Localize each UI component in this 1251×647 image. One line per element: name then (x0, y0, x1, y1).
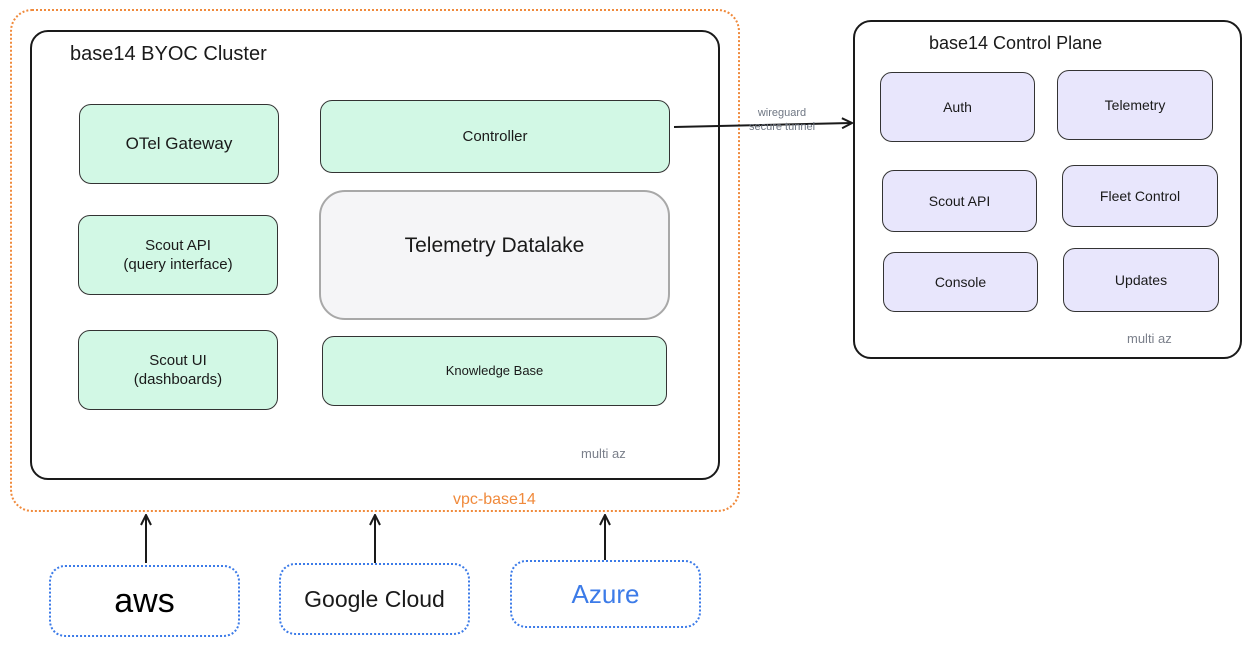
gcp-label: Google Cloud (304, 585, 445, 612)
aws-label: aws (114, 581, 175, 620)
azure-label: Azure (571, 578, 640, 609)
vpc-boundary (10, 9, 740, 512)
auth-node: Auth (880, 72, 1035, 142)
tunnel-label-line1: wireguard (757, 107, 807, 119)
console-node: Console (883, 252, 1038, 312)
byoc-cluster-title: base14 BYOC Cluster (70, 43, 267, 65)
controller-node: Controller (320, 100, 670, 173)
byoc-multi-az-note: multi az (581, 446, 626, 461)
telemetry-node: Telemetry (1057, 70, 1213, 140)
telemetry-datalake-node: Telemetry Datalake (319, 190, 670, 320)
updates-node: Updates (1063, 248, 1219, 312)
control-plane-multi-az-note: multi az (1127, 331, 1172, 346)
scout-api-node: Scout API (882, 170, 1037, 232)
control-plane-title: base14 Control Plane (929, 33, 1103, 53)
tunnel-arrow (673, 123, 851, 127)
vpc-label: vpc-base14 (451, 491, 538, 509)
fleet-control-node: Fleet Control (1062, 165, 1218, 227)
aws-provider: aws (49, 565, 240, 637)
otel-gateway-node: OTel Gateway (79, 104, 279, 184)
tunnel-label: wireguard secure tunnel (738, 106, 826, 135)
scout-ui-node: Scout UI (dashboards) (78, 330, 278, 410)
knowledge-base-node: Knowledge Base (322, 336, 667, 406)
azure-provider: Azure (510, 560, 701, 628)
tunnel-label-line2: secure tunnel (748, 121, 816, 134)
scout-api-query-node: Scout API (query interface) (78, 215, 278, 295)
gcp-provider: Google Cloud (279, 563, 470, 635)
